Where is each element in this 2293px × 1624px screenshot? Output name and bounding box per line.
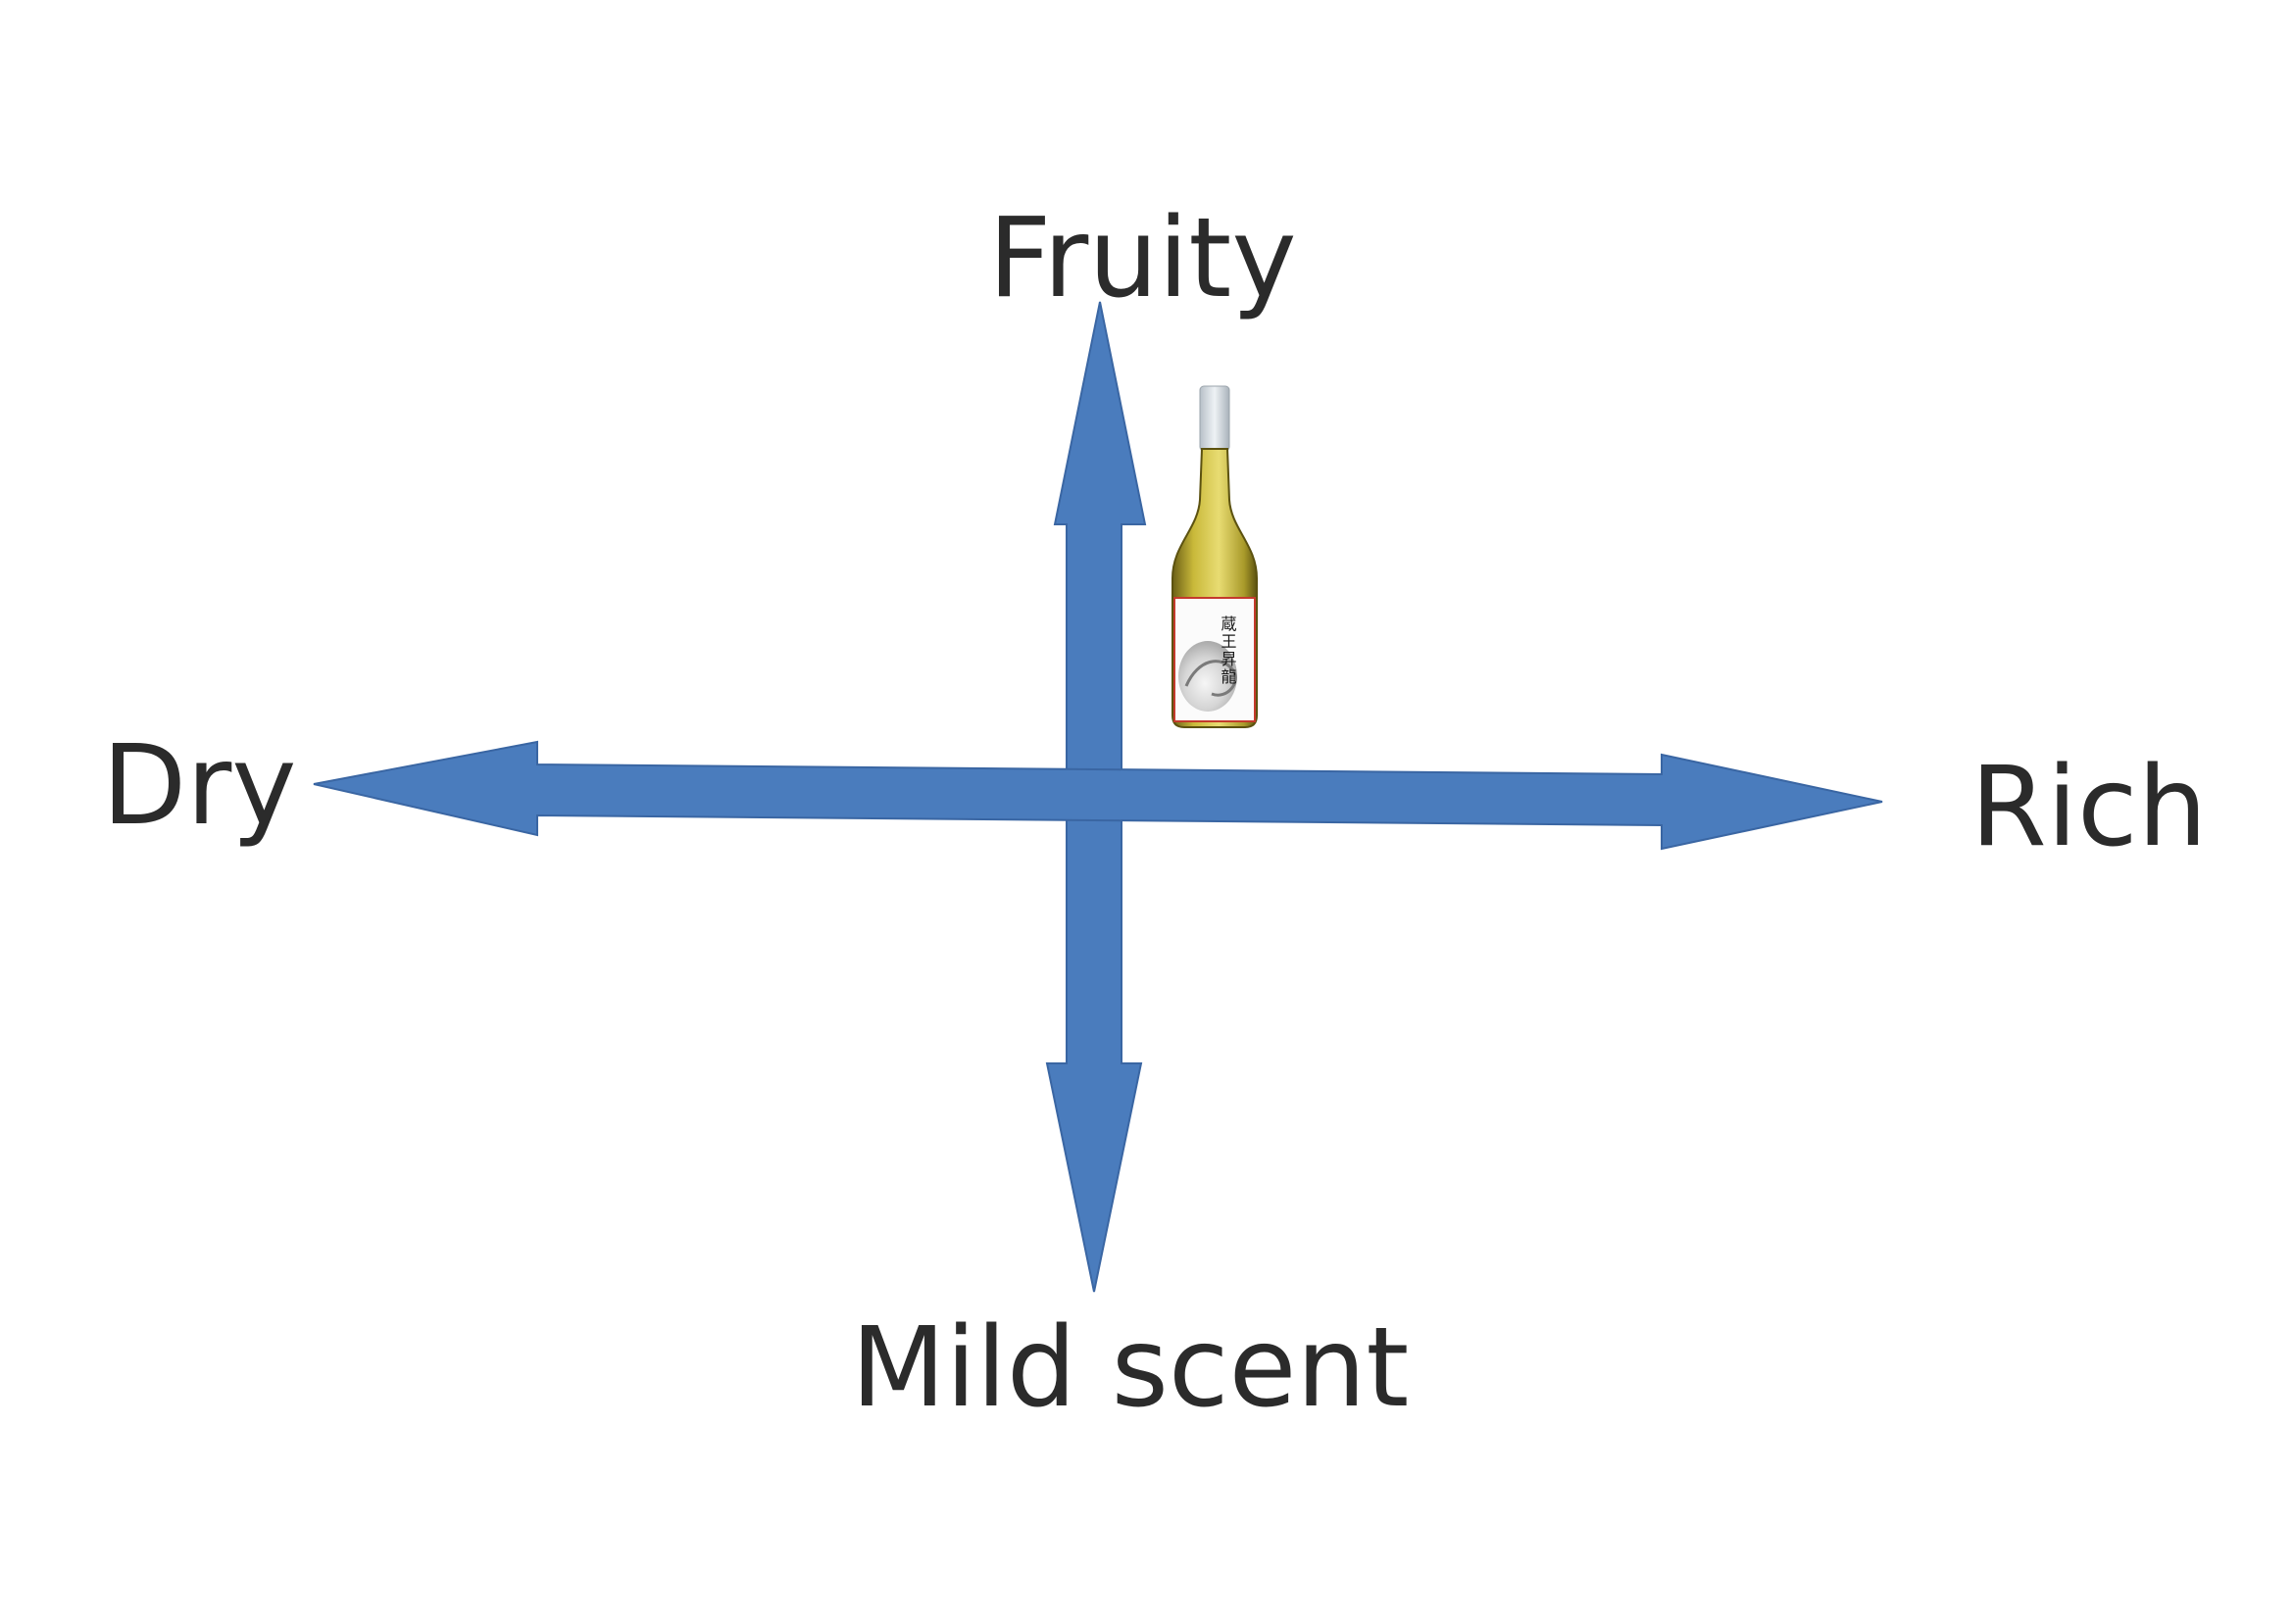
sake-bottle-icon: 蔵王昇龍: [1171, 385, 1258, 728]
axis-label-right: Rich: [1970, 744, 2208, 871]
axis-label-left: Dry: [102, 722, 297, 850]
axis-label-top: Fruity: [988, 195, 1297, 322]
horizontal-axis-arrow: [313, 740, 1883, 851]
bottle-label-text: 蔵王昇龍: [1219, 615, 1237, 686]
axis-label-bottom: Mild scent: [851, 1304, 1409, 1432]
